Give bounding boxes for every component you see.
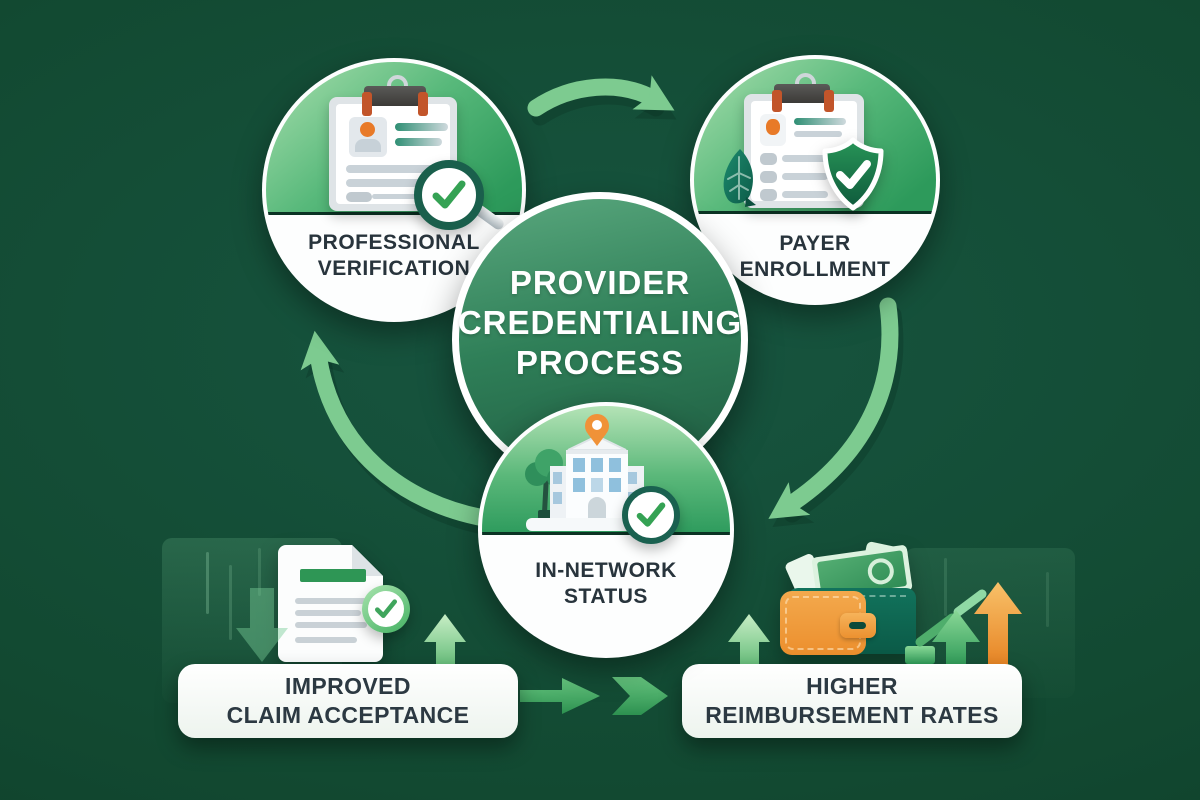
divider-line	[266, 211, 522, 215]
outcome-box-higher-reimbursement-rates: HIGHER REIMBURSEMENT RATES	[682, 664, 1022, 738]
document	[278, 545, 383, 662]
up-arrow-icon	[728, 614, 770, 668]
clip-pin	[418, 92, 428, 116]
outcome-label: HIGHER REIMBURSEMENT RATES	[705, 672, 999, 728]
text-line	[346, 165, 446, 173]
slider-pill	[346, 192, 372, 202]
text-line	[395, 138, 442, 146]
check-icon	[636, 502, 666, 527]
right-arrow-icon	[520, 678, 600, 714]
wallet-money-icon	[778, 540, 920, 668]
text-line	[782, 155, 828, 162]
outcome-label: IMPROVED CLAIM ACCEPTANCE	[226, 672, 470, 728]
text-line	[782, 191, 828, 198]
up-arrow-icon	[424, 614, 466, 668]
clip-pin	[362, 92, 372, 116]
text-line	[395, 123, 448, 131]
growth-arrows-icon	[905, 582, 1022, 666]
hospital-location-check-icon	[482, 406, 730, 654]
cycle-arrow-top	[527, 75, 675, 117]
clipboard-clip	[364, 86, 426, 106]
decor-streak	[1046, 572, 1049, 627]
check-inner	[368, 591, 404, 627]
chevron-arrow-icon	[612, 677, 668, 715]
clipboard-shield-check-icon	[694, 59, 936, 301]
cycle-arrow-left	[300, 330, 493, 527]
step-circle-payer-enrollment: PAYER ENROLLMENT	[690, 55, 940, 305]
id-card	[760, 114, 786, 146]
text-line	[794, 118, 846, 125]
down-arrow-icon	[236, 588, 288, 662]
divider-line	[482, 532, 730, 536]
location-pin-icon	[585, 414, 609, 446]
decor-streak	[206, 552, 209, 614]
circle-inner: IN-NETWORK STATUS	[482, 406, 730, 654]
check-circle-icon	[622, 486, 680, 544]
step-label: PAYER ENROLLMENT	[739, 232, 891, 281]
clip-pin	[772, 90, 782, 112]
decor-streak	[229, 565, 232, 640]
decor-streak	[258, 548, 261, 596]
clipboard-clip	[774, 84, 830, 103]
text-line	[782, 173, 828, 180]
wallet-clasp	[840, 613, 876, 638]
shield-check-icon	[822, 137, 884, 211]
bullet	[760, 153, 777, 165]
step-label: IN-NETWORK STATUS	[535, 559, 677, 608]
step-label: PROFESSIONAL VERIFICATION	[308, 231, 480, 280]
decor-streak	[944, 558, 947, 616]
text-line	[346, 179, 438, 187]
cycle-arrow-right	[768, 297, 899, 519]
check-icon	[375, 599, 397, 618]
bullet	[760, 171, 777, 183]
plant-leaf-icon	[723, 149, 756, 207]
step-circle-in-network-status: IN-NETWORK STATUS	[478, 402, 734, 658]
avatar	[766, 119, 780, 135]
outcome-box-improved-claim-acceptance: IMPROVED CLAIM ACCEPTANCE	[178, 664, 518, 738]
clipboard-magnifier-check-icon	[266, 62, 522, 318]
clip-pin	[824, 90, 834, 112]
text-line	[794, 131, 842, 137]
avatar	[360, 122, 375, 137]
text-line	[372, 194, 422, 199]
document-check-icon	[278, 545, 383, 662]
check-icon	[432, 180, 466, 209]
magnifier-check-icon	[414, 160, 484, 230]
avatar-body	[355, 139, 381, 152]
bullet	[760, 189, 777, 201]
id-card	[349, 117, 387, 157]
process-title: PROVIDER CREDENTIALING PROCESS	[457, 263, 743, 382]
check-circle-icon	[362, 585, 410, 633]
circle-inner: PAYER ENROLLMENT	[694, 59, 936, 301]
divider-line	[694, 211, 936, 215]
